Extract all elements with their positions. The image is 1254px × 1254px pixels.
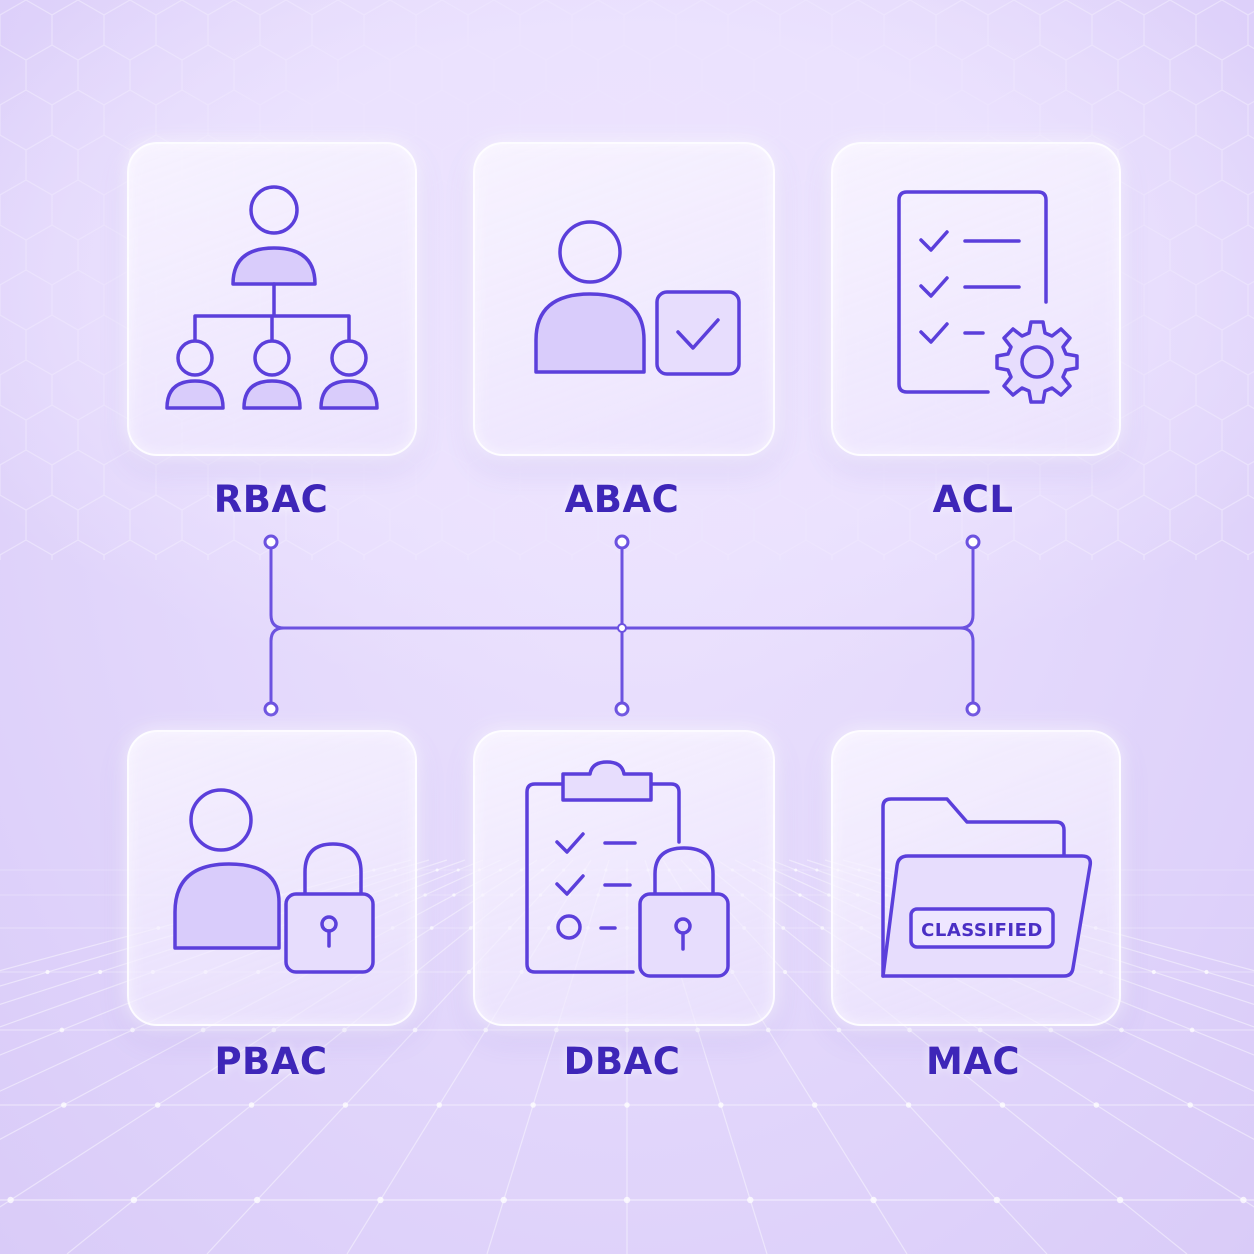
rbac-card [127,142,417,456]
dbac-card [473,730,775,1026]
pbac-card [127,730,417,1026]
clipboard-padlock-icon [525,760,730,978]
connector-node-dbac [614,701,630,717]
dbac-label: DBAC [563,1040,681,1083]
abac-card [473,142,775,456]
user-checkbox-icon [534,220,741,376]
acl-label: ACL [932,478,1014,521]
connector-node-rbac [263,534,279,550]
connector-pbac [269,626,286,711]
abac-label: ABAC [564,478,680,521]
checklist-gear-icon [897,190,1079,404]
acl-card [831,142,1121,456]
connector-node-mac [965,701,981,717]
connector-mac [958,626,975,711]
connector-rbac [269,540,286,630]
rbac-label: RBAC [213,478,329,521]
user-padlock-icon [173,788,375,974]
org-hierarchy-icon [165,185,379,410]
connector-node-pbac [263,701,279,717]
connector-hub [617,623,627,633]
classified-badge-text: CLASSIFIED [921,920,1043,941]
mac-card: CLASSIFIED [831,730,1121,1026]
mac-label: MAC [925,1040,1021,1083]
connector-node-acl [965,534,981,550]
pbac-label: PBAC [214,1040,328,1083]
connector-node-abac [614,534,630,550]
connector-acl [958,540,975,630]
classified-folder-icon: CLASSIFIED [881,797,1093,978]
